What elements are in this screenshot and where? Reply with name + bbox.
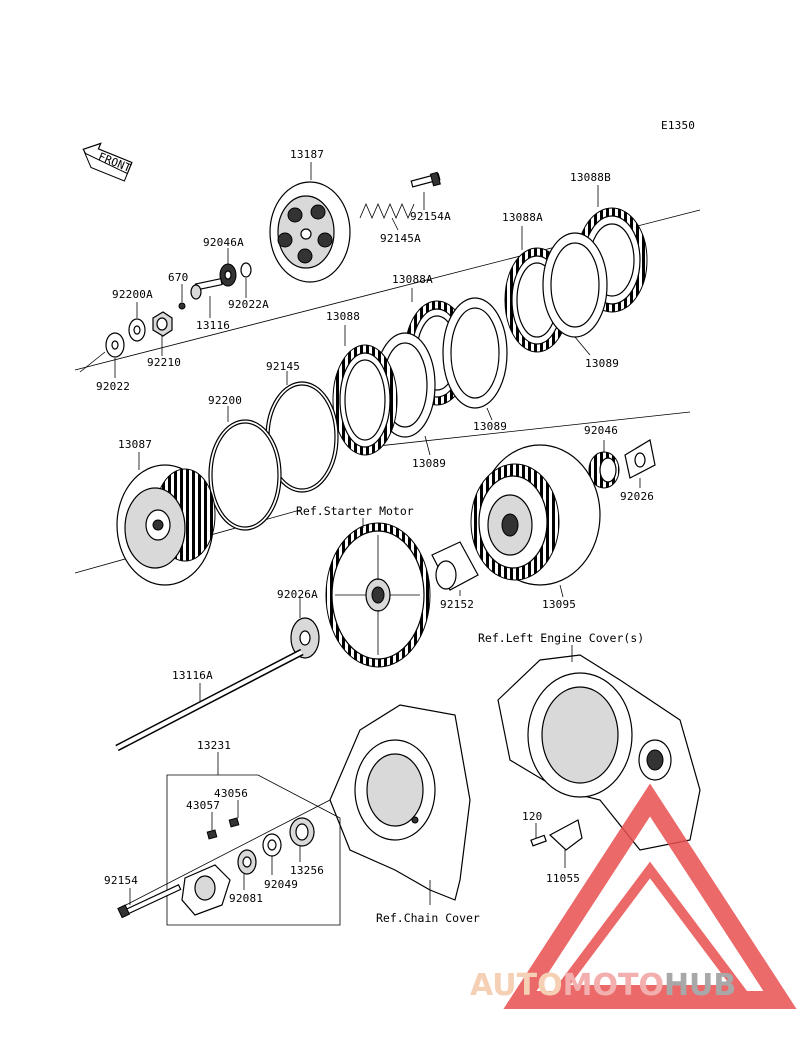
pressure-plate-13187 xyxy=(269,181,351,283)
screw-43056 xyxy=(228,817,240,828)
washer-92026A xyxy=(290,617,320,659)
washer-92200A xyxy=(128,318,146,342)
steel-plate-13089-middle xyxy=(442,297,508,409)
part-label-92154A: 92154A xyxy=(410,210,451,223)
part-label-13256: 13256 xyxy=(290,864,324,877)
needle-bearing-92046 xyxy=(588,451,620,489)
part-label-92210: 92210 xyxy=(147,356,181,369)
ball-670 xyxy=(178,302,186,310)
watermark-text-auto: AUTO xyxy=(470,968,563,1003)
watermark: AUTOMOTOHUB xyxy=(470,783,797,1009)
part-label-92022A: 92022A xyxy=(228,298,269,311)
spring-92145A xyxy=(359,202,415,220)
rod-13116A xyxy=(115,648,304,752)
assembly-box-13231 xyxy=(166,774,341,926)
ref-starter-motor: Ref.Starter Motor xyxy=(296,504,414,518)
nut-92210 xyxy=(152,311,173,337)
bolt-92154A xyxy=(410,171,441,188)
clutch-hub-13087 xyxy=(116,464,216,586)
part-label-92145A: 92145A xyxy=(380,232,421,245)
part-label-92081: 92081 xyxy=(229,892,263,905)
part-label-92200A: 92200A xyxy=(112,288,153,301)
washer-92022A xyxy=(240,262,252,278)
washer-92026 xyxy=(624,439,656,479)
part-label-13095: 13095 xyxy=(542,598,576,611)
screw-43057 xyxy=(206,829,218,840)
part-label-92022: 92022 xyxy=(96,380,130,393)
part-label-13088: 13088 xyxy=(326,310,360,323)
watermark-triangle-icon xyxy=(503,783,797,1009)
o-ring-92200 xyxy=(208,419,282,531)
part-label-13116A: 13116A xyxy=(172,669,213,682)
bearing-92046A xyxy=(219,263,237,287)
ref-chain-cover: Ref.Chain Cover xyxy=(376,911,480,925)
part-label-120: 120 xyxy=(522,810,542,823)
spring-92081 xyxy=(237,849,257,875)
part-label-13088A-middle: 13088A xyxy=(392,273,433,286)
friction-plate-13088 xyxy=(332,344,398,456)
part-label-13087: 13087 xyxy=(118,438,152,451)
part-label-92026: 92026 xyxy=(620,490,654,503)
watermark-text-hub: HUB xyxy=(664,968,736,1003)
part-label-92154: 92154 xyxy=(104,874,138,887)
front-arrow-icon: FRONT xyxy=(82,142,133,182)
bracket-11055 xyxy=(548,819,583,851)
bolt-92154 xyxy=(117,884,182,919)
diagram-code: E1350 xyxy=(661,119,695,132)
part-label-92046: 92046 xyxy=(584,424,618,437)
part-label-92145: 92145 xyxy=(266,360,300,373)
part-label-11055: 11055 xyxy=(546,872,580,885)
washer-92022 xyxy=(105,332,125,358)
ref-left-engine-cover: Ref.Left Engine Cover(s) xyxy=(478,631,644,645)
part-label-43057: 43057 xyxy=(186,799,220,812)
part-label-92046A: 92046A xyxy=(203,236,244,249)
part-label-13088A-upper: 13088A xyxy=(502,211,543,224)
cylinder-13256 xyxy=(289,817,315,847)
svg-text:AUTOMOTOHUB: AUTOMOTOHUB xyxy=(470,968,736,1003)
part-label-92026A: 92026A xyxy=(277,588,318,601)
clutch-housing-13095 xyxy=(470,444,601,586)
part-label-13187: 13187 xyxy=(290,148,324,161)
pushrod-13116 xyxy=(190,277,223,300)
part-label-43056: 43056 xyxy=(214,787,248,800)
starter-gear xyxy=(325,522,431,668)
sleeve-92152 xyxy=(431,541,479,591)
part-label-92152: 92152 xyxy=(440,598,474,611)
part-label-670: 670 xyxy=(168,271,188,284)
steel-plate-13089-upper xyxy=(542,232,608,338)
watermark-text-moto: MOTO xyxy=(563,968,664,1003)
part-label-13088B: 13088B xyxy=(570,171,611,184)
spring-92049 xyxy=(262,833,282,857)
chain-cover xyxy=(329,704,471,901)
part-label-13089-lower: 13089 xyxy=(412,457,446,470)
bolt-120 xyxy=(530,834,547,847)
o-ring-92145 xyxy=(265,381,339,493)
slave-cylinder-body xyxy=(181,864,231,916)
part-label-13089-upper: 13089 xyxy=(585,357,619,370)
part-label-92200: 92200 xyxy=(208,394,242,407)
part-label-13116: 13116 xyxy=(196,319,230,332)
part-label-13089-middle: 13089 xyxy=(473,420,507,433)
part-label-13231: 13231 xyxy=(197,739,231,752)
part-label-92049: 92049 xyxy=(264,878,298,891)
